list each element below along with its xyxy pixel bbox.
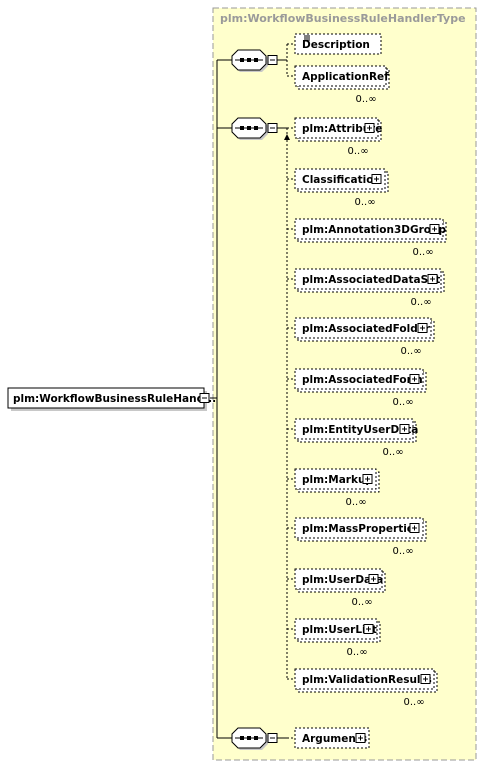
element-plm-massproperties-cardinality: 0..∞ bbox=[392, 546, 413, 557]
element-arguments-box bbox=[294, 727, 370, 749]
element-plm-massproperties-expand-icon[interactable] bbox=[409, 523, 420, 533]
element-plm-validationresults-box bbox=[294, 668, 435, 690]
type-title: plm:WorkflowBusinessRuleHandlerType bbox=[220, 12, 466, 25]
element-plm-validationresults-expand-icon[interactable] bbox=[420, 674, 431, 684]
sequence-compositor-1[interactable] bbox=[231, 49, 278, 72]
element-plm-markup[interactable]: plm:Markup 0..∞ bbox=[294, 468, 380, 508]
sequence-compositor-1-collapse-icon[interactable] bbox=[267, 55, 278, 65]
element-plm-userdata[interactable]: plm:UserData 0..∞ bbox=[294, 568, 386, 608]
sequence-compositor-3-collapse-icon[interactable] bbox=[267, 733, 278, 743]
element-plm-entityuserdata-expand-icon[interactable] bbox=[399, 424, 410, 434]
element-plm-associatedfolder-label: plm:AssociatedFolder bbox=[302, 323, 431, 335]
element-description[interactable]: Description bbox=[294, 33, 382, 55]
element-plm-annotation3dgroup-label: plm:Annotation3DGroup bbox=[302, 224, 446, 236]
element-plm-associateddataset-cardinality: 0..∞ bbox=[410, 297, 431, 308]
element-plm-validationresults-label: plm:ValidationResults bbox=[302, 674, 432, 686]
element-plm-entityuserdata-box bbox=[294, 418, 414, 440]
sequence-compositor-2-dot-3 bbox=[254, 126, 258, 130]
element-plm-userlist-cardinality: 0..∞ bbox=[346, 647, 367, 658]
element-plm-associatedform-cardinality: 0..∞ bbox=[392, 397, 413, 408]
element-plm-attribute-label: plm:Attribute bbox=[302, 123, 382, 135]
element-plm-annotation3dgroup[interactable]: plm:Annotation3DGroup 0..∞ bbox=[294, 218, 447, 258]
element-plm-associatedfolder-box bbox=[294, 317, 432, 339]
element-applicationref-box bbox=[294, 65, 387, 87]
element-plm-associateddataset[interactable]: plm:AssociatedDataSet 0..∞ bbox=[294, 268, 445, 308]
element-plm-associatedform-label: plm:AssociatedForm bbox=[302, 374, 423, 386]
element-plm-markup-expand-icon[interactable] bbox=[362, 474, 373, 484]
element-arguments[interactable]: Arguments bbox=[294, 727, 370, 749]
sequence-compositor-2[interactable] bbox=[231, 117, 278, 140]
element-plm-userdata-label: plm:UserData bbox=[302, 574, 383, 586]
element-classification-expand-icon[interactable] bbox=[371, 174, 382, 184]
element-plm-userdata-cardinality: 0..∞ bbox=[351, 597, 372, 608]
sequence-compositor-3-dot-2 bbox=[247, 736, 251, 740]
element-plm-associateddataset-box bbox=[294, 268, 442, 290]
element-plm-associateddataset-label: plm:AssociatedDataSet bbox=[302, 274, 440, 286]
element-plm-markup-label: plm:Markup bbox=[302, 474, 373, 486]
sequence-compositor-3[interactable] bbox=[231, 727, 278, 750]
element-plm-attribute-box bbox=[294, 117, 379, 139]
sequence-compositor-2-collapse-icon[interactable] bbox=[267, 123, 278, 133]
element-plm-associatedfolder-cardinality: 0..∞ bbox=[400, 346, 421, 357]
element-plm-markup-box bbox=[294, 468, 377, 490]
element-plm-associatedform-box bbox=[294, 368, 424, 390]
element-plm-associatedfolder-expand-icon[interactable] bbox=[417, 323, 428, 333]
element-plm-associatedform[interactable]: plm:AssociatedForm 0..∞ bbox=[294, 368, 427, 408]
element-applicationref[interactable]: ApplicationRef 0..∞ bbox=[294, 65, 390, 105]
element-plm-entityuserdata-cardinality: 0..∞ bbox=[382, 447, 403, 458]
element-plm-entityuserdata-label: plm:EntityUserData bbox=[302, 424, 418, 436]
element-plm-attribute[interactable]: plm:Attribute 0..∞ bbox=[294, 117, 382, 157]
element-description-label: Description bbox=[302, 39, 370, 51]
element-classification-box bbox=[294, 168, 386, 190]
element-applicationref-label: ApplicationRef bbox=[302, 71, 389, 83]
element-arguments-label: Arguments bbox=[302, 733, 367, 745]
sequence-compositor-3-dot-3 bbox=[254, 736, 258, 740]
element-plm-massproperties-label: plm:MassProperties bbox=[302, 523, 420, 535]
element-plm-userlist[interactable]: plm:UserList 0..∞ bbox=[294, 618, 381, 658]
root-collapse-icon[interactable] bbox=[199, 393, 210, 403]
element-plm-markup-cardinality: 0..∞ bbox=[345, 497, 366, 508]
element-plm-annotation3dgroup-expand-icon[interactable] bbox=[429, 224, 440, 234]
sequence-compositor-3-dot-1 bbox=[240, 736, 244, 740]
element-arguments-expand-icon[interactable] bbox=[355, 733, 366, 743]
element-plm-attribute-cardinality: 0..∞ bbox=[347, 146, 368, 157]
element-plm-attribute-expand-icon[interactable] bbox=[364, 123, 375, 133]
element-description-box bbox=[294, 33, 382, 55]
element-applicationref-cardinality: 0..∞ bbox=[355, 94, 376, 105]
element-plm-userlist-label: plm:UserList bbox=[302, 624, 377, 636]
element-plm-validationresults[interactable]: plm:ValidationResults 0..∞ bbox=[294, 668, 438, 708]
element-plm-annotation3dgroup-cardinality: 0..∞ bbox=[412, 247, 433, 258]
sequence-compositor-1-dot-1 bbox=[240, 58, 244, 62]
element-classification-cardinality: 0..∞ bbox=[354, 197, 375, 208]
sequence-compositor-1-dot-3 bbox=[254, 58, 258, 62]
root-element-label: plm:WorkflowBusinessRuleHand... bbox=[13, 393, 216, 405]
element-plm-associateddataset-expand-icon[interactable] bbox=[427, 274, 438, 284]
element-plm-userdata-box bbox=[294, 568, 383, 590]
element-plm-annotation3dgroup-box bbox=[294, 218, 444, 240]
element-plm-associatedform-expand-icon[interactable] bbox=[409, 374, 420, 384]
element-plm-userlist-box bbox=[294, 618, 378, 640]
root-element[interactable]: plm:WorkflowBusinessRuleHand... bbox=[7, 387, 216, 411]
element-plm-userdata-expand-icon[interactable] bbox=[368, 574, 379, 584]
element-plm-validationresults-cardinality: 0..∞ bbox=[403, 697, 424, 708]
element-plm-massproperties-box bbox=[294, 517, 424, 539]
element-plm-userlist-expand-icon[interactable] bbox=[363, 624, 374, 634]
element-plm-massproperties[interactable]: plm:MassProperties 0..∞ bbox=[294, 517, 427, 557]
sequence-compositor-1-dot-2 bbox=[247, 58, 251, 62]
substitution-arrow-icon bbox=[284, 134, 290, 140]
element-classification-label: Classification bbox=[302, 174, 381, 186]
sequence-compositor-2-dot-2 bbox=[247, 126, 251, 130]
element-plm-associatedfolder[interactable]: plm:AssociatedFolder 0..∞ bbox=[294, 317, 435, 357]
element-plm-entityuserdata[interactable]: plm:EntityUserData 0..∞ bbox=[294, 418, 418, 458]
sequence-compositor-2-dot-1 bbox=[240, 126, 244, 130]
element-classification[interactable]: Classification 0..∞ bbox=[294, 168, 389, 208]
